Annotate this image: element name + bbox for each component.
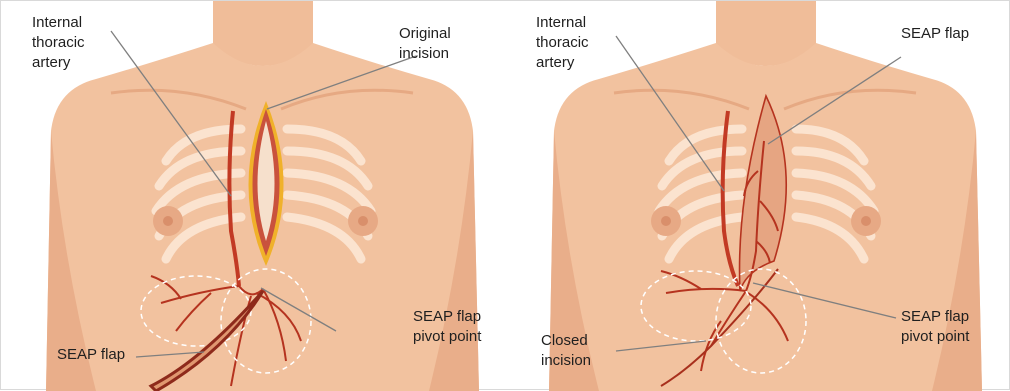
left-panel: Internal thoracic artery Original incisi… [1, 1, 506, 391]
right-panel: Internal thoracic artery SEAP flap Close… [506, 1, 1010, 391]
label-seap-pivot-point: SEAP flap pivot point [413, 307, 481, 347]
label-seap-flap: SEAP flap [901, 24, 969, 44]
nipple-right [861, 216, 871, 226]
label-seap-pivot-point: SEAP flap pivot point [901, 307, 969, 347]
nipple-left [163, 216, 173, 226]
label-seap-flap: SEAP flap [57, 345, 125, 365]
label-closed-incision: Closed incision [541, 331, 591, 371]
label-internal-thoracic-artery: Internal thoracic artery [32, 13, 85, 73]
nipple-left [661, 216, 671, 226]
label-original-incision: Original incision [399, 24, 451, 64]
nipple-right [358, 216, 368, 226]
label-internal-thoracic-artery: Internal thoracic artery [536, 13, 589, 73]
